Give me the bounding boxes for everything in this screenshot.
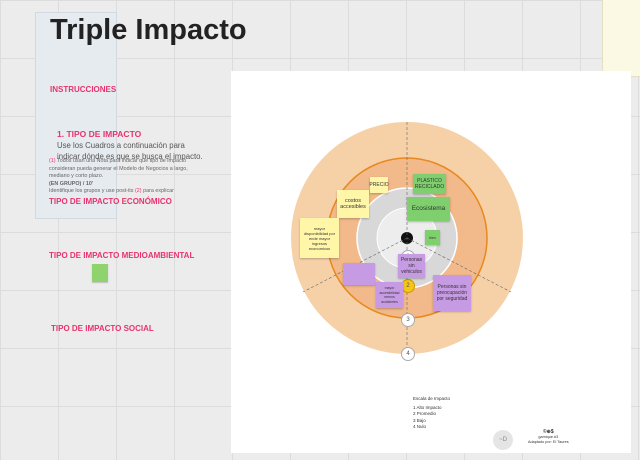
section-instrucciones: INSTRUCCIONES: [50, 85, 117, 94]
tipo-impacto-description: Use los Cuadros a continuación para indi…: [57, 141, 203, 161]
note-line-1: Todos usan una Nota para indicar que tip…: [49, 158, 188, 179]
legend-item-3: 3 Bajo: [413, 417, 426, 423]
green-sticky-note[interactable]: [92, 264, 108, 282]
note-mayor-disponibilidad[interactable]: mayor disponibilidad por ende mayor ingr…: [300, 218, 339, 258]
cc-license-icon: ©⊕$: [543, 429, 554, 435]
legend-item-1: 1 Alto Impacto: [413, 404, 442, 410]
note-small-green[interactable]: bien: [425, 230, 440, 245]
tipo-impacto-heading: 1. TIPO DE IMPACTO: [57, 129, 142, 139]
section-medioambiental: TIPO DE IMPACTO MEDIOAMBIENTAL: [49, 251, 195, 260]
note-personas-sin-vehiculos[interactable]: Personas sin vehiculos: [398, 254, 425, 278]
author-logo: ~D: [493, 430, 513, 450]
divider-right: [406, 237, 512, 293]
ring-label-4: 4: [401, 347, 415, 361]
instructions-notes: (1) Todos usan una Nota para indicar que…: [49, 158, 199, 196]
note-marker-1: (1): [49, 158, 56, 164]
note-costos-accesibles[interactable]: costos accesibles: [337, 190, 369, 218]
note-marker-2: (2): [135, 188, 142, 194]
note-line-2: (EN GRUPO) / 10': [49, 180, 94, 187]
legend-title: Escala de Impacto: [413, 396, 451, 401]
impact-scale-legend: Escala de Impacto 1 Alto Impacto 2 Prome…: [413, 396, 450, 431]
note-plastico-reciclado[interactable]: PLASTICO RECICLADO: [413, 174, 446, 194]
ring-label-2: 2: [401, 279, 415, 293]
note-precio[interactable]: PRECIO: [369, 177, 389, 193]
legend-item-4: 4 Nulo: [413, 424, 427, 429]
background-frame: [35, 12, 117, 219]
note-line-3a: Identifique los grupos y use post-its: [49, 188, 134, 194]
page-title: Triple Impacto: [50, 14, 247, 46]
corner-sticky-note[interactable]: [602, 0, 640, 77]
license-line-2: Adaptado por: El Taures: [528, 440, 569, 444]
section-economico: TIPO DE IMPACTO ECONÓMICO: [49, 197, 172, 206]
note-mayor-accesibilidad[interactable]: mayor accesibilidad menos accidentes: [376, 282, 403, 308]
note-line-3b: para explicar: [143, 188, 174, 194]
license-block: ©⊕$ gamique.#3 Adaptado por: El Taures: [528, 430, 569, 445]
divider-left: [302, 237, 408, 293]
ring-label-3: 3: [401, 313, 415, 327]
note-purple-left[interactable]: [343, 263, 375, 285]
section-social: TIPO DE IMPACTO SOCIAL: [51, 324, 154, 333]
note-personas-sin-preocupacion[interactable]: Personas sin preocupación por seguridad: [433, 275, 471, 311]
note-ecosistema[interactable]: Ecosistema: [407, 197, 450, 221]
legend-item-2: 2 Promedio: [413, 411, 437, 416]
license-line-1: gamique.#3: [538, 435, 559, 439]
